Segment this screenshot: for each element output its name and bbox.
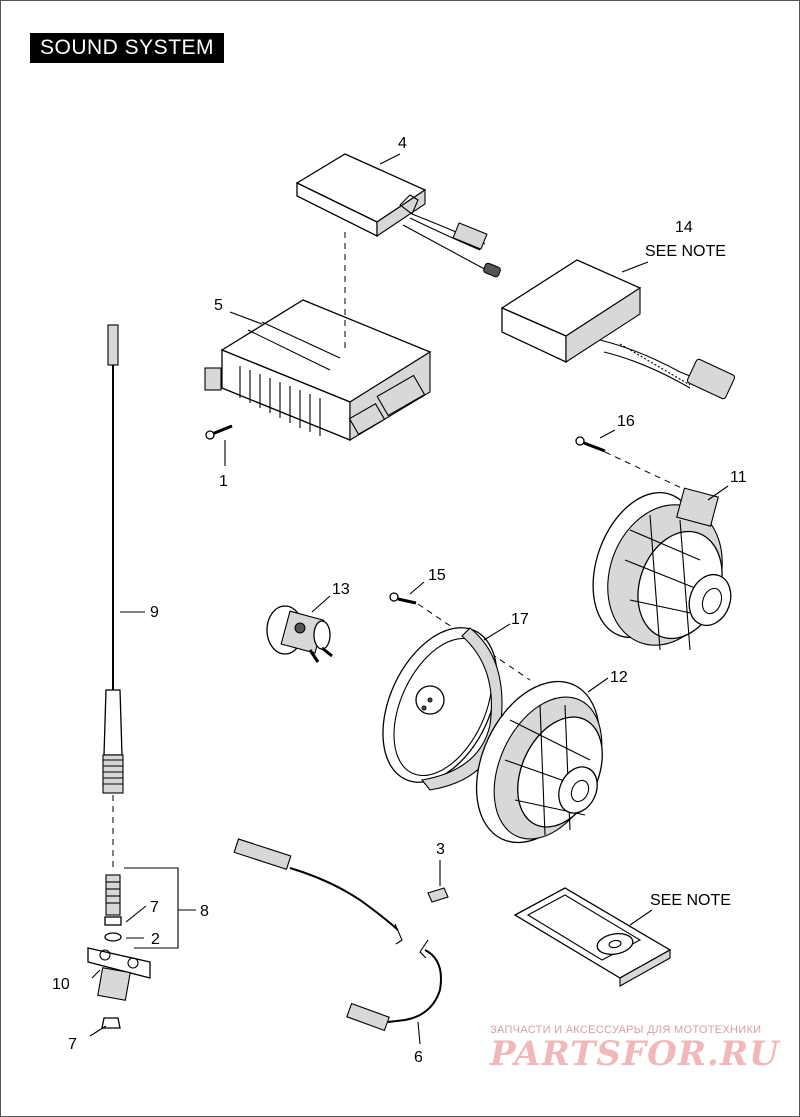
callout-9: 9 — [150, 604, 159, 621]
callout-1: 1 — [219, 473, 228, 490]
part-17-ring — [382, 627, 503, 791]
callout-6: 6 — [414, 1049, 423, 1066]
diagram-title: SOUND SYSTEM — [30, 33, 225, 63]
callout-13: 13 — [332, 581, 350, 598]
watermark-logo: PARTSFOR.RU — [490, 1034, 780, 1074]
callout-4: 4 — [398, 135, 407, 152]
watermark-subtitle: ЗАПЧАСТИ И АКСЕССУАРЫ ДЛЯ МОТОТЕХНИКИ — [490, 1024, 762, 1036]
part-11-speaker — [592, 487, 732, 651]
callout-8: 8 — [200, 903, 209, 920]
part-15-screw — [389, 581, 425, 605]
callout-7-lower: 7 — [68, 1036, 77, 1053]
callout-14: 14 — [675, 219, 693, 236]
callout-7-upper: 7 — [150, 899, 159, 916]
part-14-module — [500, 259, 736, 400]
callout-11: 11 — [730, 469, 747, 486]
callout-16: 16 — [617, 413, 635, 430]
part-9-antenna — [102, 324, 124, 794]
part-1-screw — [205, 424, 233, 466]
part-6-cable — [233, 838, 442, 1032]
part-8-mount-assembly — [87, 874, 151, 1029]
see-note-media: SEE NOTE — [650, 892, 731, 909]
part-4-module — [295, 153, 501, 278]
part-12-speaker — [475, 680, 603, 844]
media-player — [513, 887, 672, 987]
callout-15: 15 — [428, 567, 446, 584]
callout-3: 3 — [436, 841, 445, 858]
part-13-component — [266, 605, 333, 663]
part-16-screw — [575, 429, 616, 453]
callout-2: 2 — [151, 931, 160, 948]
see-note-14: SEE NOTE — [645, 243, 726, 260]
part-3-clip — [427, 860, 449, 903]
callout-10: 10 — [52, 976, 70, 993]
callout-5: 5 — [214, 297, 223, 314]
part-5-radio — [204, 299, 432, 441]
callout-17: 17 — [511, 611, 529, 628]
callout-12: 12 — [610, 669, 628, 686]
